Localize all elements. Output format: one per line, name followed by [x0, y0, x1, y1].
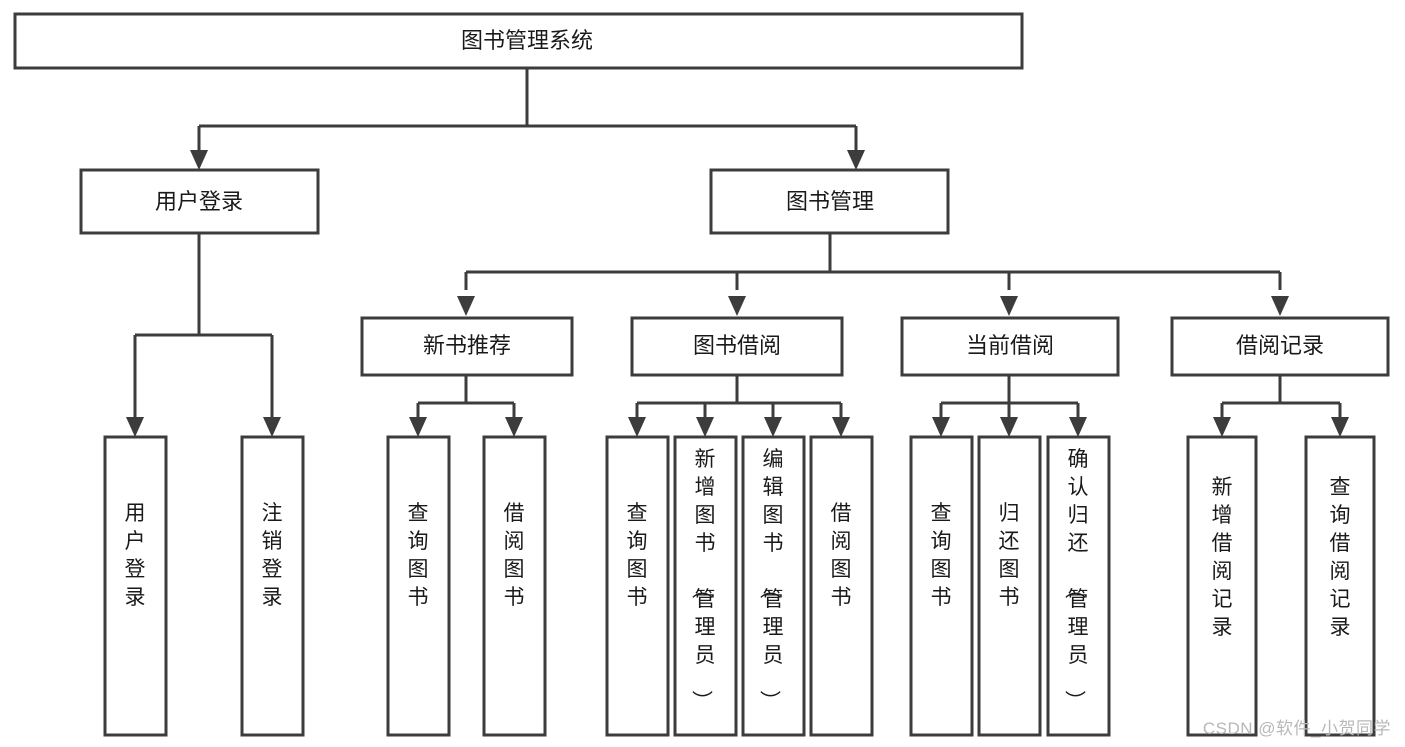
arrow-to-leaf-user-login — [126, 417, 144, 437]
node-leaf-borrow-book-1-label: 借阅图书 — [504, 502, 525, 609]
node-new-book-recommend-label: 新书推荐 — [423, 333, 511, 358]
node-leaf-return-book-label: 归还图书 — [999, 502, 1020, 609]
node-borrow-record-label: 借阅记录 — [1236, 333, 1324, 358]
node-leaf-logout-box[interactable] — [240, 435, 305, 737]
node-leaf-query-book-2-label: 查询图书 — [627, 502, 648, 609]
node-leaf-borrow-book-1[interactable]: 借阅图书 — [482, 435, 547, 737]
node-leaf-borrow-book-1-box[interactable] — [482, 435, 547, 737]
connector-currentborrow-to-leaves — [932, 375, 1087, 437]
csdn-watermark: CSDN @软件_小贺同学 — [1202, 719, 1391, 738]
node-current-borrow-box[interactable] — [900, 316, 1120, 377]
arrow-to-current-borrow — [1000, 296, 1018, 316]
node-leaf-user-login-label: 用户登录 — [125, 502, 146, 609]
node-book-borrow-box[interactable] — [630, 316, 844, 377]
node-leaf-add-book-box[interactable] — [673, 435, 738, 737]
node-leaf-query-book-1[interactable]: 查询图书 — [386, 435, 451, 737]
arrow-to-leaf-borrow-book-1 — [505, 417, 523, 437]
arrow-to-leaf-return-book — [1000, 417, 1018, 437]
node-leaf-query-record-label: 查询借阅记录 — [1330, 476, 1351, 639]
arrow-to-book-management — [847, 150, 865, 170]
arrow-to-leaf-confirm-return — [1069, 417, 1087, 437]
connector-root-to-level2 — [190, 68, 865, 170]
arrow-to-user-login — [190, 150, 208, 170]
node-leaf-confirm-return-label: 确认归还（管理员） — [1063, 448, 1089, 711]
node-leaf-add-record-label: 新增借阅记录 — [1212, 476, 1233, 639]
node-user-login[interactable]: 用户登录 — [79, 168, 320, 235]
node-book-borrow-label: 图书借阅 — [693, 333, 781, 358]
arrow-to-new-book-recommend — [457, 296, 475, 316]
node-leaf-query-book-1-label: 查询图书 — [408, 502, 429, 609]
arrow-to-leaf-add-book — [696, 417, 714, 437]
arrow-to-leaf-add-record — [1213, 417, 1231, 437]
node-book-management[interactable]: 图书管理 — [709, 168, 950, 235]
node-current-borrow-label: 当前借阅 — [966, 333, 1054, 358]
node-book-management-label: 图书管理 — [786, 189, 874, 214]
node-leaf-query-book-1-box[interactable] — [386, 435, 451, 737]
node-leaf-query-book-2-box[interactable] — [605, 435, 670, 737]
node-leaf-query-book-3-box[interactable] — [909, 435, 974, 737]
node-new-book-recommend[interactable]: 新书推荐 — [360, 316, 574, 377]
node-leaf-borrow-book-2-box[interactable] — [809, 435, 874, 737]
node-borrow-record-box[interactable] — [1170, 316, 1390, 377]
connector-borrowrecord-to-leaves — [1213, 375, 1349, 437]
connector-bookmgmt-to-level3 — [457, 233, 1289, 316]
arrow-to-leaf-borrow-book-2 — [832, 417, 850, 437]
arrow-to-leaf-query-book-2 — [628, 417, 646, 437]
node-leaf-edit-book-box[interactable] — [741, 435, 806, 737]
node-borrow-record[interactable]: 借阅记录 — [1170, 316, 1390, 377]
node-leaf-add-record-box[interactable] — [1186, 435, 1258, 737]
node-leaf-query-book-3-label: 查询图书 — [931, 502, 952, 609]
node-leaf-logout-label: 注销登录 — [262, 502, 283, 609]
node-leaf-confirm-return-box[interactable] — [1046, 435, 1111, 737]
arrow-to-leaf-query-book-1 — [409, 417, 427, 437]
node-root-box[interactable] — [13, 12, 1024, 70]
node-leaf-edit-book-label: 编辑图书（管理员） — [758, 448, 784, 711]
node-leaf-query-record[interactable]: 查询借阅记录 — [1304, 435, 1376, 737]
node-root-label: 图书管理系统 — [461, 28, 593, 53]
node-leaf-edit-book[interactable]: 编辑图书（管理员） — [741, 435, 806, 737]
arrow-to-leaf-query-book-3 — [932, 417, 950, 437]
node-root[interactable]: 图书管理系统 — [13, 12, 1024, 70]
node-current-borrow[interactable]: 当前借阅 — [900, 316, 1120, 377]
node-leaf-query-book-2[interactable]: 查询图书 — [605, 435, 670, 737]
node-leaf-borrow-book-2[interactable]: 借阅图书 — [809, 435, 874, 737]
node-leaf-user-login[interactable]: 用户登录 — [103, 435, 168, 737]
node-leaf-return-book-box[interactable] — [977, 435, 1042, 737]
node-book-management-box[interactable] — [709, 168, 950, 235]
node-leaf-user-login-box[interactable] — [103, 435, 168, 737]
connector-newbook-to-leaves — [409, 375, 523, 437]
arrow-to-leaf-query-record — [1331, 417, 1349, 437]
node-leaf-query-record-box[interactable] — [1304, 435, 1376, 737]
node-leaf-add-book-label: 新增图书（管理员） — [690, 448, 716, 711]
node-leaf-query-book-3[interactable]: 查询图书 — [909, 435, 974, 737]
connectors-layer — [126, 68, 1349, 437]
node-new-book-recommend-box[interactable] — [360, 316, 574, 377]
node-leaf-add-book[interactable]: 新增图书（管理员） — [673, 435, 738, 737]
arrow-to-book-borrow — [728, 296, 746, 316]
connector-userlogin-to-leaves — [126, 233, 281, 437]
node-leaf-borrow-book-2-label: 借阅图书 — [831, 502, 852, 609]
node-leaf-return-book[interactable]: 归还图书 — [977, 435, 1042, 737]
node-user-login-box[interactable] — [79, 168, 320, 235]
node-leaf-add-record[interactable]: 新增借阅记录 — [1186, 435, 1258, 737]
arrow-to-leaf-logout — [263, 417, 281, 437]
arrow-to-borrow-record — [1271, 296, 1289, 316]
node-leaf-logout[interactable]: 注销登录 — [240, 435, 305, 737]
connector-bookborrow-to-leaves — [628, 375, 850, 437]
arrow-to-leaf-edit-book — [764, 417, 782, 437]
node-book-borrow[interactable]: 图书借阅 — [630, 316, 844, 377]
node-leaf-confirm-return[interactable]: 确认归还（管理员） — [1046, 435, 1111, 737]
node-user-login-label: 用户登录 — [155, 189, 243, 214]
